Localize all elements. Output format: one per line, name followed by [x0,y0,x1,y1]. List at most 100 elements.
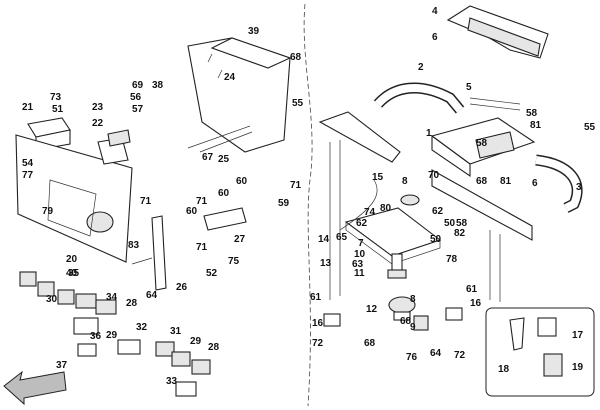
callout-8: 8 [410,294,416,305]
callout-34: 34 [106,292,118,303]
callout-70: 70 [428,170,440,181]
knob-part [400,194,420,206]
callout-10: 10 [354,249,366,260]
callout-72: 72 [312,338,324,349]
callout-81: 81 [530,120,542,131]
callout-25: 25 [218,154,230,165]
callout-75: 75 [228,256,240,267]
callout-30: 30 [46,294,58,305]
callout-71: 71 [196,242,208,253]
callout-68: 68 [290,52,302,63]
callout-6: 6 [432,32,438,43]
clip-left [323,313,341,327]
callout-50: 50 [444,218,456,229]
callout-60: 60 [186,206,198,217]
callout-62: 62 [356,218,368,229]
callout-80: 80 [380,203,392,214]
callout-35: 35 [68,268,80,279]
callout-68: 68 [364,338,376,349]
callout-2: 2 [418,62,424,73]
callout-28: 28 [126,298,138,309]
callout-18: 18 [498,364,510,375]
callout-57: 57 [132,104,144,115]
callout-9: 9 [410,322,416,333]
callout-22: 22 [92,118,104,129]
handle-top-part [446,5,549,59]
callout-4: 4 [432,6,438,17]
callout-68: 68 [400,316,412,327]
switch-part [97,129,131,165]
callout-50: 50 [430,234,442,245]
callout-59: 59 [278,198,290,209]
callout-82: 82 [454,228,466,239]
plug-parts [19,271,211,397]
loop-handle-right-inner [535,156,582,212]
callout-54: 54 [22,158,34,169]
callout-83: 83 [128,240,140,251]
callout-62: 62 [432,206,444,217]
callout-72: 72 [454,350,466,361]
callout-64: 64 [146,290,158,301]
callout-12: 12 [366,304,378,315]
callout-21: 21 [22,102,34,113]
rod-part [469,97,521,111]
bar-part [151,215,167,291]
callout-39: 39 [248,26,260,37]
callout-78: 78 [446,254,458,265]
callout-37: 37 [56,360,68,371]
callout-15: 15 [372,172,384,183]
callout-67: 67 [202,152,214,163]
callout-77: 77 [22,170,34,181]
callout-6: 6 [532,178,538,189]
section-divider [303,3,313,407]
cover-part [187,37,292,153]
callout-19: 19 [572,362,584,373]
callout-20: 20 [66,254,78,265]
clip-right [445,307,463,321]
callout-36: 36 [90,331,102,342]
callout-28: 28 [208,342,220,353]
callout-13: 13 [320,258,332,269]
callout-29: 29 [106,330,118,341]
callout-24: 24 [224,72,236,83]
callout-58: 58 [476,138,488,149]
callout-8: 8 [402,176,408,187]
callout-71: 71 [290,180,302,191]
callout-60: 60 [218,188,230,199]
direction-arrow [3,370,67,406]
callout-33: 33 [166,376,178,387]
callout-26: 26 [176,282,188,293]
inset-parts [509,317,563,377]
callout-58: 58 [456,218,468,229]
callout-29: 29 [190,336,202,347]
callout-56: 56 [130,92,142,103]
callout-16: 16 [312,318,324,329]
callout-63: 63 [352,259,364,270]
callout-73: 73 [50,92,62,103]
callout-11: 11 [354,268,365,279]
callout-7: 7 [358,238,364,249]
callout-64: 64 [430,348,442,359]
callout-68: 68 [476,176,488,187]
callout-5: 5 [466,82,472,93]
callout-71: 71 [196,196,208,207]
bolt-part [131,257,153,265]
callout-74: 74 [364,207,376,218]
callout-31: 31 [170,326,182,337]
callout-55: 55 [292,98,304,109]
callout-32: 32 [136,322,148,333]
callout-1: 1 [426,128,432,139]
callout-16: 16 [470,298,482,309]
callout-52: 52 [206,268,218,279]
callout-60: 60 [236,176,248,187]
small-bracket-part [203,207,247,231]
loop-handle-left-inner [375,84,464,113]
callout-40: 40 [66,268,78,279]
actuator-assembly [387,253,416,321]
callout-65: 65 [336,232,348,243]
callout-17: 17 [572,330,584,341]
callout-81: 81 [500,176,512,187]
callout-61: 61 [466,284,478,295]
callout-76: 76 [406,352,418,363]
